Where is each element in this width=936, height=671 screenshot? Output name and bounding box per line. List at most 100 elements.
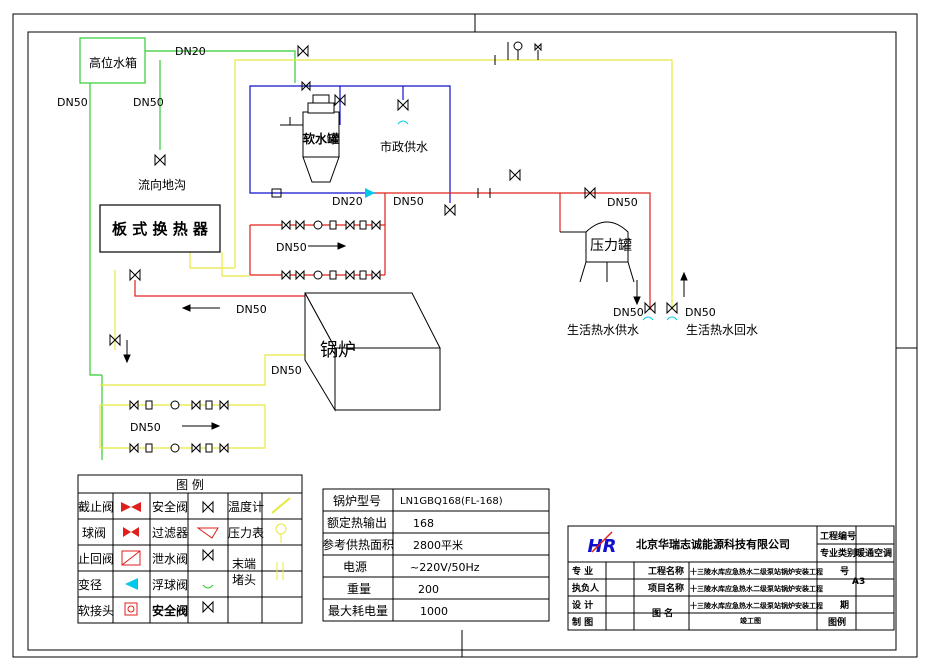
drain-valve-symbol — [202, 548, 214, 562]
drawing-label: 图 名 — [652, 607, 673, 619]
legend-r1c0: 球阀 — [82, 526, 106, 540]
float-valve-symbol — [202, 584, 214, 589]
yellow-valves-bottom — [129, 442, 229, 454]
float-valve-return — [666, 316, 678, 321]
plate-exchanger-label: 板 式 换 热 器 — [112, 220, 209, 238]
chief-label: 专 业 — [572, 565, 593, 577]
pump-valves-top — [281, 219, 381, 231]
safety-valve-2-symbol — [202, 600, 214, 614]
legend-r3c1: 浮球阀 — [152, 578, 188, 592]
boiler: 锅炉 — [304, 292, 441, 412]
dn20-soft: DN20 — [332, 195, 363, 208]
flow-labels: 流向地沟 市政供水 生活热水供水 生活热水回水 — [138, 139, 758, 337]
spec-value-2: 2800平米 — [413, 539, 463, 552]
legend-r0c0: 截止阀 — [78, 500, 114, 514]
valve-return — [666, 301, 678, 315]
drain-label: 流向地沟 — [138, 177, 186, 192]
strainer-symbol — [196, 527, 219, 539]
dn50-left: DN50 — [57, 96, 88, 109]
green-pipes — [89, 50, 296, 460]
flow-arrows — [123, 242, 688, 430]
float-valve-city — [397, 120, 409, 125]
dn50-boiler: DN50 — [271, 364, 302, 377]
design-label: 设 计 — [572, 599, 593, 611]
pressure-tank: 压力罐 — [560, 221, 635, 283]
boiler-label: 锅炉 — [320, 340, 356, 361]
legend-r0c2: 温度计 — [228, 499, 264, 514]
legend-title: 图 例 — [176, 478, 204, 492]
valve-red-right — [509, 168, 521, 182]
legend-table — [77, 474, 303, 624]
drawing-value: 十三陵水库应急热水二级泵站锅炉安装工程 — [690, 601, 823, 610]
safety-valve-symbol — [202, 500, 214, 514]
flex-joint-symbol — [124, 602, 138, 616]
valve-main-right — [444, 203, 456, 217]
spec-value-4: 200 — [418, 583, 439, 596]
dn50-pump: DN50 — [276, 241, 307, 254]
legend-r1c1: 过滤器 — [152, 526, 188, 540]
water-softener: 软水罐 — [280, 94, 340, 183]
high-tank-label: 高位水箱 — [89, 55, 137, 70]
legend-r1c2: 压力表 — [228, 526, 264, 540]
dn50-supply: DN50 — [613, 306, 644, 319]
title-logo: HR — [588, 531, 617, 557]
gate-valve-symbol — [121, 502, 141, 512]
reducer-cyan — [365, 188, 375, 198]
valve-soft-2 — [334, 93, 346, 107]
size-value: A3 — [852, 577, 865, 587]
spec-label-4: 重量 — [347, 582, 371, 596]
major-value: 暖通空调 — [856, 547, 892, 559]
blue-pipes — [249, 85, 451, 203]
pressure-tank-label: 压力罐 — [590, 238, 632, 254]
title-block — [567, 525, 895, 631]
legend-r2c2: 末端 — [232, 557, 256, 571]
dn50-return: DN50 — [236, 303, 267, 316]
spec-value-3: ~220V/50Hz — [410, 561, 480, 574]
valve-blue-top — [301, 80, 311, 92]
legend-r2c0: 止回阀 — [78, 552, 114, 566]
plate-heat-exchanger: 板 式 换 热 器 — [99, 204, 221, 253]
logo-mark: HR — [588, 536, 617, 557]
ball-valve-symbol — [123, 527, 139, 537]
spec-value-1: 168 — [413, 517, 434, 530]
dn50-hotreturn: DN50 — [685, 306, 716, 319]
pressure-gauge-symbol — [275, 523, 287, 535]
yellow-valves-top — [129, 399, 229, 411]
eng-name-value: 十三陵水库应急热水二级泵站锅炉安装工程 — [690, 567, 823, 576]
valve-supply — [644, 301, 656, 315]
company-name: 北京华瑞志诚能源科技有限公司 — [636, 537, 790, 551]
title-block-text: 北京华瑞志诚能源科技有限公司 工程编号 专业类别 暖通空调 专 业 执负人 设 … — [572, 530, 892, 628]
legend-r4c1: 安全阀 — [152, 603, 188, 618]
pump-valves-bottom — [281, 269, 381, 281]
spec-label-0: 锅炉型号 — [333, 493, 381, 508]
specs-labels: 锅炉型号 LN1GBQ168(FL-168) 额定热输出 168 参考供热面积 … — [322, 493, 503, 618]
drawing-value-2: 竣工图 — [740, 616, 761, 625]
spec-label-5: 最大耗电量 — [328, 604, 388, 618]
check-valve-symbol — [121, 550, 141, 566]
thermometer-symbol — [271, 497, 291, 514]
legend-labels: 截止阀 安全阀 温度计 球阀 过滤器 压力表 止回阀 泄水阀 末端 变径 浮球阀… — [78, 499, 264, 618]
valve-red-top — [584, 186, 596, 200]
softener-label: 软水罐 — [303, 131, 339, 146]
top-gauges — [494, 41, 542, 65]
major-label: 专业类别 — [820, 547, 856, 559]
eng-name-label: 工程名称 — [648, 565, 684, 577]
item-name-value: 十三陵水库应急热水二级泵站锅炉安装工程 — [690, 584, 823, 593]
legend-r0c1: 安全阀 — [152, 499, 188, 514]
valves — [109, 44, 678, 347]
city-water-label: 市政供水 — [380, 139, 428, 154]
spec-label-2: 参考供热面积 — [322, 537, 394, 552]
legend-r3c2: 堵头 — [232, 573, 256, 587]
high-level-tank: 高位水箱 — [79, 37, 146, 84]
spec-value-5: 1000 — [420, 605, 448, 618]
valve-drain — [154, 153, 166, 167]
dn20-top: DN20 — [175, 45, 206, 58]
spec-label-1: 额定热输出 — [327, 515, 387, 530]
hot-supply-label: 生活热水供水 — [567, 323, 639, 337]
scale-label: 图例 — [828, 616, 846, 628]
flex-joint-blue — [271, 188, 282, 198]
legend-r4c0: 软接头 — [78, 603, 114, 618]
reducer-symbol — [125, 578, 138, 590]
float-valve-supply — [642, 316, 654, 321]
